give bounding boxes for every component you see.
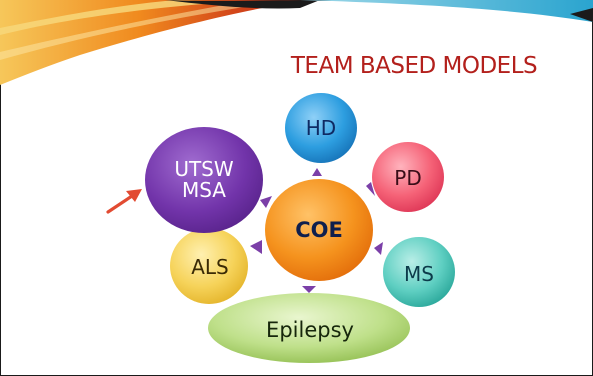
arrow-to-als xyxy=(250,240,262,254)
ms-label: MS xyxy=(404,261,434,286)
arrow-to-utsw xyxy=(260,196,272,208)
coe-label: COE xyxy=(295,217,343,242)
connector-arrows xyxy=(250,168,383,293)
pointer-arrow-icon xyxy=(106,189,142,214)
hd-node: HD xyxy=(286,110,356,146)
arrow-to-hd xyxy=(312,168,322,176)
arrow-to-epilepsy xyxy=(302,286,316,293)
ms-node: MS xyxy=(384,256,454,292)
epilepsy-ellipse xyxy=(208,293,410,363)
slide-title: TEAM BASED MODELS xyxy=(290,53,538,79)
als-node: ALS xyxy=(172,249,248,285)
als-label: ALS xyxy=(191,254,229,279)
pd-node: PD xyxy=(373,160,443,196)
epilepsy-label: Epilepsy xyxy=(266,317,354,342)
pd-circle xyxy=(372,142,444,212)
hd-circle xyxy=(285,93,357,163)
diagram-nodes xyxy=(145,93,455,363)
utsw-label-line1: UTSW xyxy=(174,157,234,181)
utsw-msa-node: UTSW MSA xyxy=(150,146,258,214)
als-circle xyxy=(170,228,248,304)
ms-circle xyxy=(383,237,455,307)
banner-decoration xyxy=(0,0,593,85)
coe-center-circle xyxy=(265,179,373,281)
utsw-label-line2: MSA xyxy=(181,178,226,202)
arrow-to-pd xyxy=(366,182,375,196)
pd-label: PD xyxy=(394,165,422,190)
epilepsy-node: Epilepsy xyxy=(240,312,380,348)
utsw-msa-circle xyxy=(145,127,263,233)
coe-node: COE xyxy=(270,212,368,248)
arrow-to-ms xyxy=(374,242,383,255)
hd-label: HD xyxy=(305,115,337,140)
